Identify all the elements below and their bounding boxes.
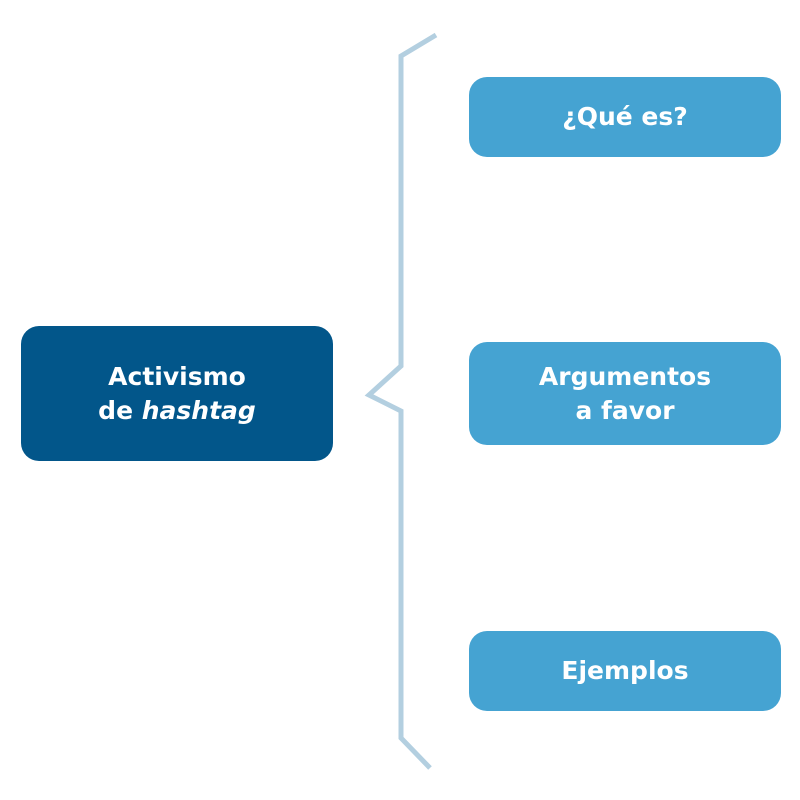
brace-line xyxy=(364,32,438,770)
child-node-que-es: ¿Qué es? xyxy=(469,77,781,157)
child-node-label: ¿Qué es? xyxy=(562,102,688,131)
child-node-label-line1: Argumentos xyxy=(538,361,712,391)
root-node: Activismo de hashtag xyxy=(21,326,333,461)
root-node-line2: de hashtag xyxy=(98,394,256,428)
child-node-label-line2: a favor xyxy=(575,395,675,425)
root-node-prefix: de xyxy=(98,395,134,425)
root-node-emphasis: hashtag xyxy=(141,395,256,425)
child-node-ejemplos: Ejemplos xyxy=(469,631,781,711)
root-node-line1: Activismo xyxy=(108,361,246,391)
child-node-argumentos: Argumentos a favor xyxy=(469,342,781,445)
child-node-label: Ejemplos xyxy=(561,656,689,685)
